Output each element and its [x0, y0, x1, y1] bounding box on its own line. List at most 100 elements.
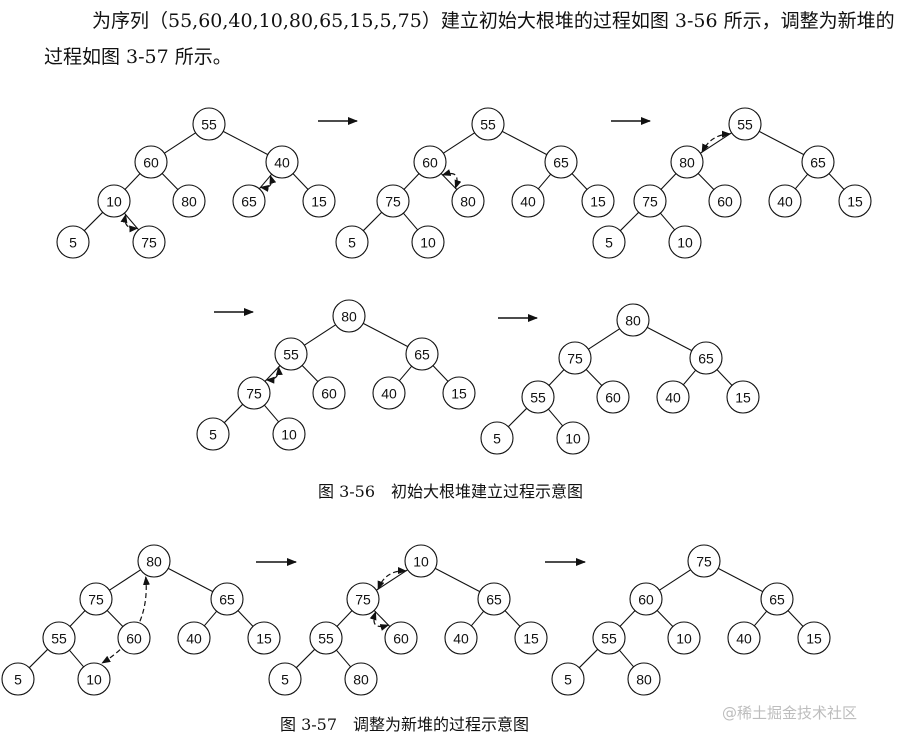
fig357-tree1-edge-4	[106, 610, 124, 627]
fig356-tree2-node-0-value: 55	[480, 117, 496, 133]
fig357-tree3-node-7-circle	[551, 662, 585, 696]
fig356-tree3-node-3: 75	[633, 184, 667, 218]
fig357-tree1-node-7-circle	[1, 662, 35, 696]
fig356-tree1-node-1-value: 60	[143, 155, 159, 171]
fig356-tree5-edge-4	[585, 369, 603, 386]
fig356-tree3-swap-55-80	[701, 130, 731, 154]
fig357-tree2-node-3: 55	[309, 621, 343, 655]
fig357-tree2-node-0-circle	[404, 544, 438, 578]
fig356-tree1-node-0: 55	[192, 107, 226, 141]
fig356-tree2-edge-6	[571, 173, 588, 190]
fig356-tree4-node-3-circle	[237, 376, 271, 410]
fig356-tree1-swap-10-75	[120, 213, 139, 233]
fig356-tree1-node-7: 5	[56, 225, 90, 259]
fig356-tree5-node-6-value: 15	[735, 390, 751, 406]
fig357-tree3-node-7: 5	[551, 662, 585, 696]
fig356-tree5-node-0-value: 80	[625, 313, 641, 329]
fig357-tree3-edge-6	[787, 610, 804, 627]
fig357-tree3-node-5-value: 40	[736, 631, 752, 647]
fig356-tree3-node-6-value: 15	[847, 194, 863, 210]
fig356-tree3-node-8: 10	[668, 225, 702, 259]
fig356-tree1-node-4: 80	[172, 184, 206, 218]
fig356-tree1-node-4-circle	[172, 184, 206, 218]
fig357-tree1-node-2: 65	[210, 582, 244, 616]
fig356-tree4-node-4: 60	[312, 376, 346, 410]
fig356-tree2-node-1-circle	[413, 145, 447, 179]
fig357-tree3-node-8-circle	[627, 662, 661, 696]
fig356-tree3-node-3-value: 75	[642, 194, 658, 210]
fig356-tree2-edge-5	[537, 173, 552, 190]
fig357-tree2-edge-6	[504, 610, 521, 627]
fig356-tree4-node-5: 40	[372, 376, 406, 410]
fig356-tree1-node-2: 40	[265, 145, 299, 179]
fig356-tree5-node-8-circle	[556, 421, 590, 455]
fig356-tree4-node-4-circle	[312, 376, 346, 410]
fig356-tree2-node-0: 55	[471, 107, 505, 141]
fig357-tree1-node-1-circle	[79, 582, 113, 616]
fig356-tree4-node-0: 80	[332, 299, 366, 333]
fig356-tree1-node-8-value: 75	[141, 235, 157, 251]
fig356-tree1-edge-8	[123, 212, 140, 231]
fig356-tree4-node-8: 10	[272, 417, 306, 451]
fig357-tree3-node-0-value: 75	[696, 554, 712, 570]
fig357-tree3-node-0: 75	[687, 544, 721, 578]
fig356-tree1-node-2-circle	[265, 145, 299, 179]
fig356-tree2-node-3-value: 75	[385, 194, 401, 210]
fig357-tree1-node-6: 15	[247, 621, 281, 655]
fig357-tree1-node-6-circle	[247, 621, 281, 655]
fig356-tree2-node-2-circle	[544, 145, 578, 179]
fig356-tree5-edge-6	[716, 369, 733, 386]
fig356-tree4-node-0-circle	[332, 299, 366, 333]
fig357-tree2-node-7-value: 5	[281, 672, 289, 688]
fig357-tree3-node-2-circle	[760, 582, 794, 616]
fig357-tree2-node-4-circle	[384, 621, 418, 655]
fig357-tree2-edge-4	[373, 610, 391, 627]
fig356-tree2-node-8-circle	[411, 225, 445, 259]
fig356-tree4-node-1-value: 55	[283, 347, 299, 363]
fig357-tree1-edge-7	[28, 648, 49, 669]
fig356-tree2-swap-60-80	[441, 169, 462, 190]
fig356-tree2-node-4-value: 80	[460, 194, 476, 210]
fig357-tree1-edge-2	[167, 567, 214, 593]
fig356-tree4-edge-2	[362, 322, 409, 348]
fig356-tree2-node-3: 75	[376, 184, 410, 218]
fig356-tree1-node-3: 10	[97, 184, 131, 218]
fig356-tree5-node-6-circle	[726, 380, 760, 414]
fig357-tree2-swap-10-75	[377, 567, 407, 591]
fig356-tree1-node-6-circle	[302, 184, 336, 218]
flow-arrows-layer	[214, 117, 651, 566]
fig356-tree4-node-0-value: 80	[341, 309, 357, 325]
fig356-tree1-edge-7	[83, 211, 104, 232]
fig356-tree3-node-7: 5	[592, 225, 626, 259]
fig356-tree2-edge-3	[403, 173, 420, 190]
fig357-tree1-node-8-circle	[77, 662, 111, 696]
fig356-tree4-node-2-circle	[405, 337, 439, 371]
fig356-tree4-node-5-circle	[372, 376, 406, 410]
fig357-tree2-node-1-circle	[346, 582, 380, 616]
fig356-tree4-edge-7	[223, 403, 244, 424]
fig356-tree3-node-1: 80	[670, 145, 704, 179]
fig356-tree4-edge-4	[301, 365, 319, 382]
fig356-tree4-node-2-value: 65	[414, 347, 430, 363]
fig356-tree3-node-5: 40	[768, 184, 802, 218]
fig357-tree2-edge-5	[470, 610, 485, 627]
fig357-tree3-edge-3	[619, 610, 636, 627]
fig357-tree3-edge-1	[659, 569, 691, 591]
fig356-tree5-edge-5	[682, 369, 697, 386]
fig357-tree3-node-1: 60	[629, 582, 663, 616]
fig356-tree1-node-0-circle	[192, 107, 226, 141]
fig356-tree1-node-4-value: 80	[181, 194, 197, 210]
fig356-tree2-node-5-circle	[511, 184, 545, 218]
fig356-tree3-node-2-circle	[801, 145, 835, 179]
fig356-tree4-node-6: 15	[442, 376, 476, 410]
fig357-tree1-node-4-circle	[117, 621, 151, 655]
fig357-tree2-node-6-circle	[514, 621, 548, 655]
fig356-tree5-node-1: 75	[558, 341, 592, 375]
fig356-tree1-node-7-circle	[56, 225, 90, 259]
fig356-tree3-node-4-value: 60	[717, 194, 733, 210]
fig356-tree4-edge-1	[304, 324, 336, 346]
fig356-tree3-edge-3	[660, 173, 677, 190]
fig357-tree3-node-8: 80	[627, 662, 661, 696]
fig356-tree3-edge-7	[619, 211, 640, 232]
